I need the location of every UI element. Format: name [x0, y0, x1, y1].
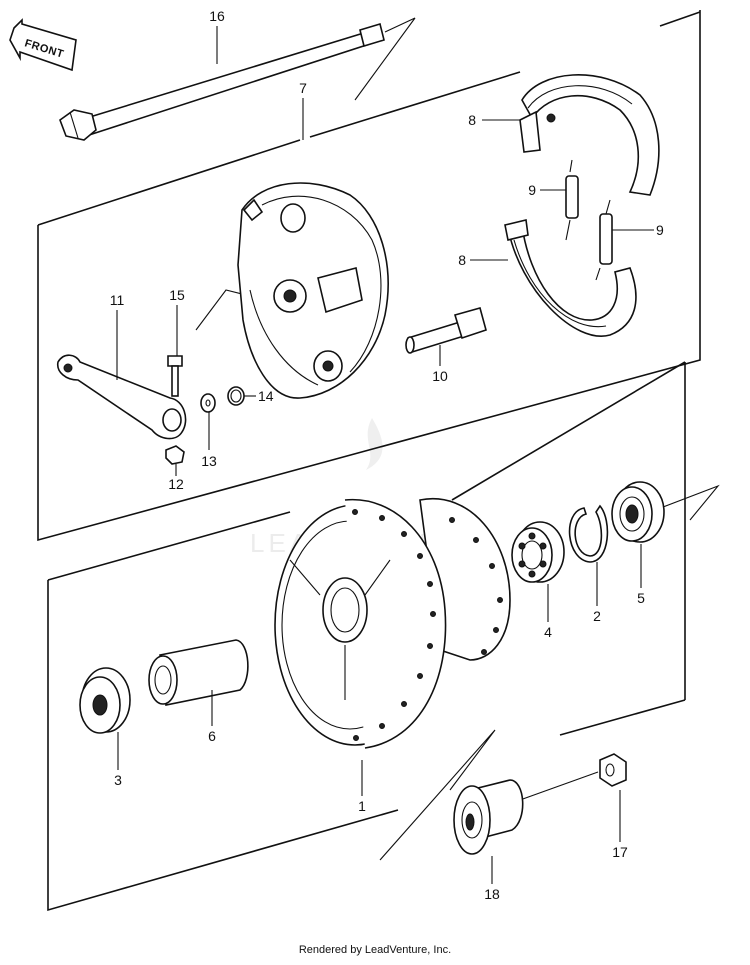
callout-9-right: 9 — [656, 222, 664, 238]
callout-13: 13 — [201, 453, 217, 469]
spring-9-left — [565, 159, 579, 241]
callout-8-lower: 8 — [458, 252, 466, 268]
collar-18 — [453, 779, 524, 855]
callout-18: 18 — [484, 886, 500, 902]
callout-5: 5 — [637, 590, 645, 606]
front-arrow: FRONT — [9, 18, 77, 72]
callout-14: 14 — [258, 388, 274, 404]
oring-14 — [227, 386, 245, 406]
hub-panel-outline — [47, 361, 686, 912]
brake-shoe-8-lower — [504, 219, 637, 337]
callout-15: 15 — [169, 287, 185, 303]
footer-credit: Rendered by LeadVenture, Inc. — [298, 944, 452, 956]
spacer-6 — [148, 639, 249, 706]
washer-13 — [200, 393, 216, 413]
callout-1: 1 — [358, 798, 366, 814]
brake-shoe-8-upper — [519, 74, 660, 196]
brake-lever-11 — [56, 354, 187, 440]
callout-9-left: 9 — [528, 182, 536, 198]
callout-2: 2 — [593, 608, 601, 624]
axle-16 — [59, 22, 385, 141]
callout-11: 11 — [110, 292, 125, 308]
callout-4: 4 — [544, 624, 552, 640]
spoke-holes — [352, 509, 503, 741]
leader-lines — [116, 26, 654, 884]
callout-10: 10 — [432, 368, 448, 384]
callout-17: 17 — [612, 844, 628, 860]
nut-12 — [165, 445, 185, 465]
callout-6: 6 — [208, 728, 216, 744]
seal-5 — [611, 481, 665, 543]
callout-12: 12 — [168, 476, 184, 492]
bearing-3 — [79, 667, 131, 734]
callout-16: 16 — [209, 8, 225, 24]
callout-3: 3 — [114, 772, 122, 788]
axle-nut-17 — [599, 753, 627, 787]
brake-panel-outline — [37, 10, 701, 542]
hub-1 — [274, 497, 511, 749]
bearing-4 — [511, 521, 565, 583]
spring-9-right — [595, 199, 613, 281]
callout-numbers: 16 7 8 9 9 8 10 11 15 14 13 12 4 2 5 6 3… — [110, 8, 664, 902]
bolt-15 — [167, 355, 183, 397]
callout-8-upper: 8 — [468, 112, 476, 128]
callout-7: 7 — [299, 80, 307, 96]
circlip-2 — [568, 504, 609, 563]
cam-shaft-10 — [405, 307, 487, 354]
brake-panel-7 — [237, 182, 389, 399]
